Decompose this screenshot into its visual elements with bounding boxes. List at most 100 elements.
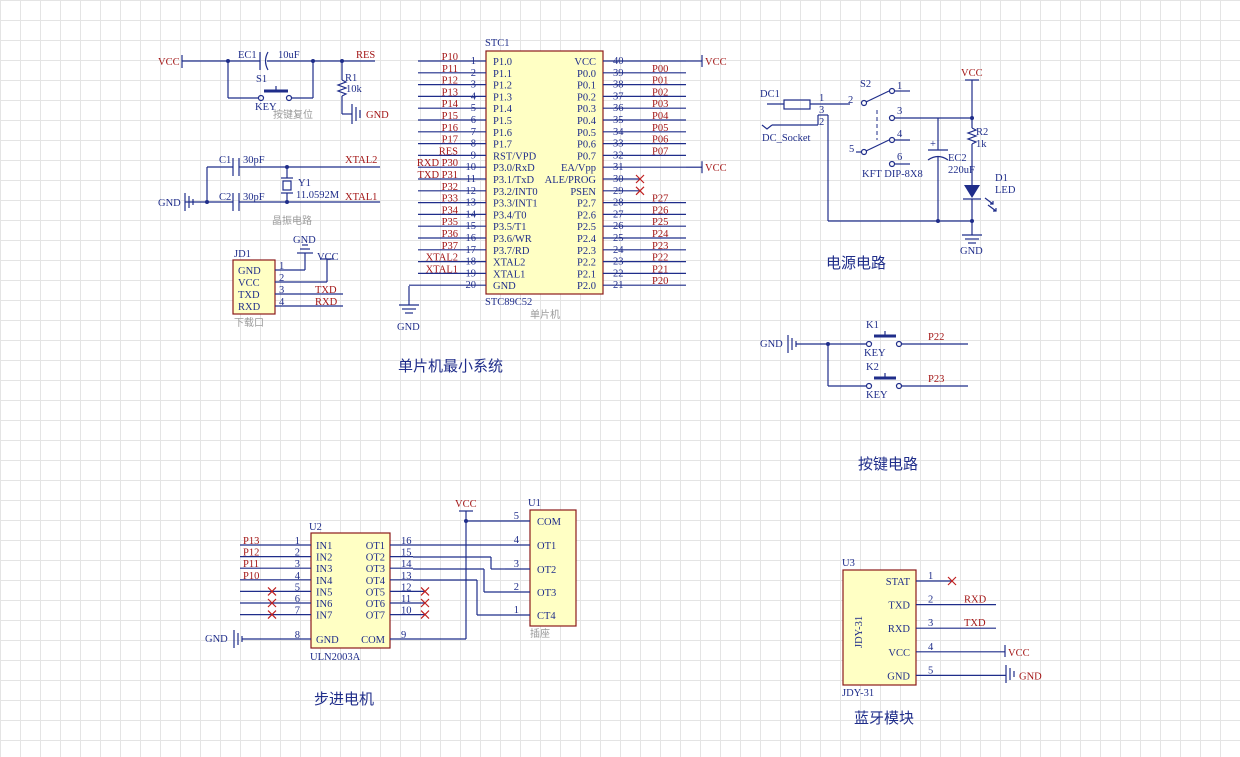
xtal1-net-label: XTAL1	[345, 192, 377, 203]
mcu-pin-name: P2.2	[577, 258, 596, 269]
mcu-pin-name: P0.1	[577, 81, 596, 92]
uln-net-label: P10	[243, 571, 259, 582]
uln2003a-driver: U2 IN11P13IN22P12IN33P11IN44P10IN55IN66I…	[205, 522, 430, 663]
keys-gnd-label: GND	[760, 339, 783, 350]
jd1-pin-name: VCC	[238, 278, 260, 289]
key-circuit: GND K1 KEY P22 K2 KEY P23	[760, 320, 968, 401]
mcu-pin-name: P3.0/RxD	[493, 163, 535, 174]
mcu-pin-name: VCC	[574, 57, 596, 68]
mcu-net-label: P34	[442, 205, 459, 216]
uln-pin-number: 2	[295, 548, 300, 559]
s2-pin3: 3	[897, 106, 902, 117]
u1-pin-number: 2	[514, 582, 519, 593]
uln-pin-number: 3	[295, 559, 300, 570]
crystal-comment: 晶振电路	[272, 214, 312, 227]
c2-ref: C2	[219, 192, 231, 203]
dc1-value: DC_Socket	[762, 133, 810, 144]
uln-pin-name: OT7	[366, 611, 385, 622]
uln-pin-number: 4	[295, 571, 301, 582]
mcu-pin-name: P0.5	[577, 128, 596, 139]
uln-pin-number: 15	[401, 548, 412, 559]
u1-ref: U1	[528, 498, 541, 509]
mcu-pin-name: P3.5/T1	[493, 222, 527, 233]
uln-pin-number: 16	[401, 536, 412, 547]
mcu-net-label: P14	[442, 99, 459, 110]
uln-pin-number: 9	[401, 630, 406, 641]
mcu-net-label: P06	[652, 135, 668, 146]
u1-pin-number: 5	[514, 511, 519, 522]
mcu-comment: 单片机	[530, 308, 560, 321]
uln-pin-name: GND	[316, 635, 339, 646]
reset-circuit: VCC EC1 10uF RES S1 KEY 按键复位 R1 10k GND	[158, 50, 389, 124]
mcu-pin-name: P1.0	[493, 57, 512, 68]
mcu-pin-name: RST/VPD	[493, 151, 537, 162]
bt-pin-name: GND	[887, 671, 910, 682]
jd1-pin-number: 2	[279, 273, 284, 284]
jd1-net-label: TXD	[315, 285, 337, 296]
section-title-mcu: 单片机最小系统	[398, 357, 503, 375]
mcu-net-label: XTAL1	[426, 264, 458, 275]
mcu-net-label: XTAL2	[426, 253, 458, 264]
c2-value: 30pF	[243, 192, 265, 203]
mcu-pin-name: P1.1	[493, 69, 512, 80]
mcu-net-label: P35	[442, 217, 458, 228]
mcu-net-label: P37	[442, 241, 458, 252]
dc1-pin1: 1	[819, 93, 824, 104]
section-title-bluetooth: 蓝牙模块	[854, 709, 914, 727]
ec2-plus: +	[930, 139, 936, 150]
k2-value: KEY	[866, 390, 888, 401]
mcu-net-label: P26	[652, 205, 668, 216]
jd1-body	[232, 259, 276, 315]
mcu-net-label: P21	[652, 264, 668, 275]
s2-ref: S2	[860, 79, 871, 90]
s2-pin6-label: 6	[897, 152, 902, 163]
mcu-net-label: P32	[442, 182, 458, 193]
uln-pin-name: IN5	[316, 587, 332, 598]
y1-ref: Y1	[298, 178, 311, 189]
mcu-net-label: RXD P30	[417, 158, 458, 169]
k2-ref: K2	[866, 362, 879, 373]
section-title-stepper: 步进电机	[314, 690, 374, 708]
u1-comment: 插座	[530, 627, 550, 640]
dc1-pin2: 2	[819, 117, 824, 128]
uln-part: ULN2003A	[310, 652, 361, 663]
uln-pin-number: 13	[401, 571, 412, 582]
uln-pin-name: IN3	[316, 564, 332, 575]
c1-value: 30pF	[243, 155, 265, 166]
uln-pin-number: 14	[401, 559, 412, 570]
mcu-net-label: P11	[442, 64, 458, 75]
mcu-pin-name: XTAL1	[493, 269, 525, 280]
d1-value: LED	[995, 185, 1016, 196]
mcu-pin-name: P3.4/T0	[493, 210, 527, 221]
bt-gnd-label: GND	[1019, 671, 1042, 682]
section-title-power: 电源电路	[826, 254, 886, 272]
s2-pin4: 4	[897, 129, 903, 140]
c1-ref: C1	[219, 155, 231, 166]
bt-pin-number: 5	[928, 665, 933, 676]
mcu-net-label: P16	[442, 123, 458, 134]
mcu-pin-name: P0.2	[577, 92, 596, 103]
jd1-pin-number: 4	[279, 297, 285, 308]
mcu-gnd-label: GND	[397, 322, 420, 333]
reset-comment: 按键复位	[273, 108, 313, 121]
k1-ref: K1	[866, 320, 879, 331]
bt-net-label: RXD	[964, 595, 987, 606]
jd1-pin-number: 3	[279, 285, 284, 296]
bt-pin-number: 1	[928, 571, 933, 582]
u3-body	[842, 569, 917, 686]
mcu-net-label: P36	[442, 229, 458, 240]
uln-pin-name: OT4	[366, 576, 386, 587]
mcu-pin-name: PSEN	[570, 187, 596, 198]
u1-pin-name: COM	[537, 517, 562, 528]
jd1-net-label: RXD	[315, 297, 338, 308]
bt-pin-number: 2	[928, 595, 933, 606]
mcu-pin-name: P0.0	[577, 69, 596, 80]
mcu-net-label: P00	[652, 64, 668, 75]
bt-pin-name: TXD	[888, 601, 910, 612]
mcu-stc89c52: STC1 P1.01P10P1.12P11P1.23P12P1.34P13P1.…	[397, 38, 727, 333]
mcu-net-label: P12	[442, 76, 458, 87]
mcu-part: STC89C52	[485, 297, 532, 308]
jd1-vcc-label: VCC	[317, 252, 339, 263]
mcu-net-label: P07	[652, 146, 668, 157]
